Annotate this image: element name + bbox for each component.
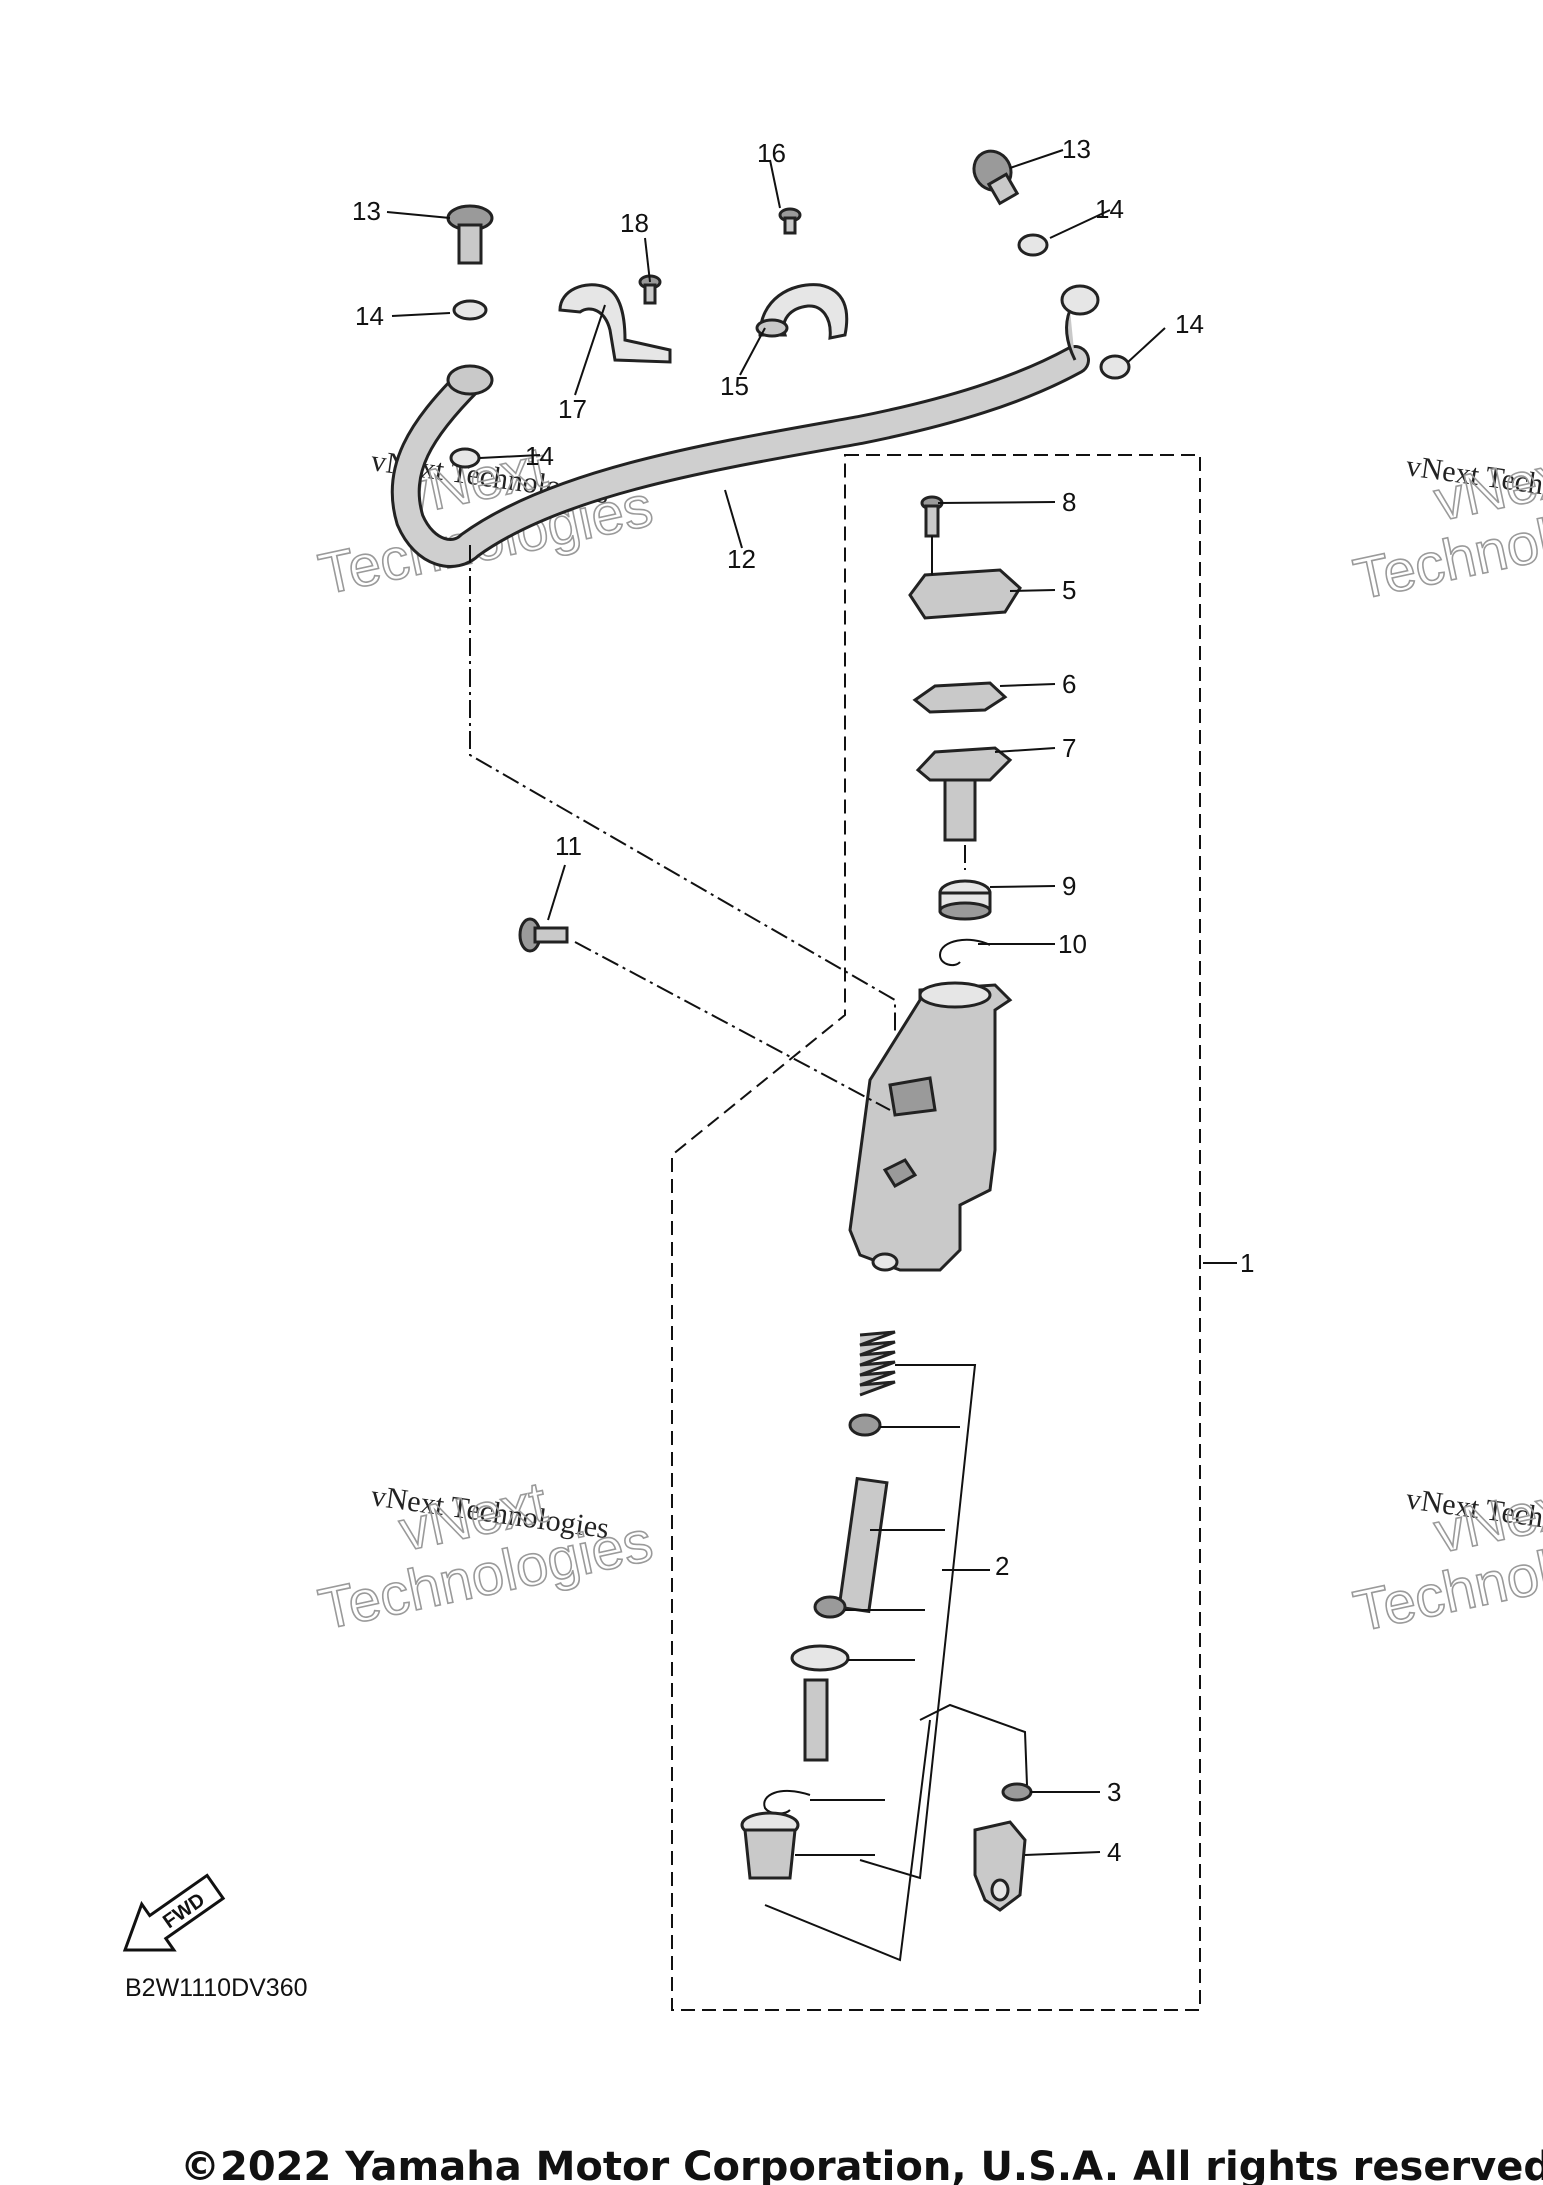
cap-5 bbox=[908, 568, 1022, 620]
callout-4: 4 bbox=[1107, 1837, 1121, 1867]
rod bbox=[790, 1644, 850, 1762]
assembly-boundary bbox=[671, 454, 1201, 2011]
hose-holder-17 bbox=[558, 283, 672, 364]
callout-3: 3 bbox=[1107, 1777, 1121, 1807]
washer-icon bbox=[1099, 354, 1131, 380]
leader-lines bbox=[386, 149, 1237, 1962]
callout-6: 6 bbox=[1062, 669, 1076, 699]
union-bolt-left bbox=[446, 204, 494, 265]
callout-13-right: 13 bbox=[1062, 134, 1091, 164]
circlip-10 bbox=[938, 938, 991, 967]
circlip bbox=[763, 1790, 811, 1815]
callout-12: 12 bbox=[727, 544, 756, 574]
spring bbox=[859, 1330, 896, 1397]
watermark-left-mid-outline: vNext Technologies bbox=[313, 1469, 659, 1643]
callout-10: 10 bbox=[1058, 929, 1087, 959]
callout-1: 1 bbox=[1240, 1248, 1254, 1278]
brake-hose bbox=[390, 284, 1100, 568]
plate-6 bbox=[912, 681, 1008, 714]
drawing-code: B2W1110DV360 bbox=[125, 1974, 308, 2002]
bolt-11 bbox=[518, 917, 569, 953]
callout-9: 9 bbox=[1062, 871, 1076, 901]
screw-16 bbox=[778, 207, 802, 235]
copyright-notice: ©2022 Yamaha Motor Corporation, U.S.A. A… bbox=[180, 2144, 1543, 2185]
callout-14-hose: 14 bbox=[525, 441, 554, 471]
washer-icon bbox=[452, 299, 488, 321]
callout-14-right-top: 14 bbox=[1095, 194, 1124, 224]
watermark-right-top-outline: vNext Technologies bbox=[1348, 439, 1543, 613]
master-cylinder-body bbox=[848, 981, 1013, 1272]
callout-labels: 1 2 3 4 5 6 7 8 9 10 11 12 13 13 14 14 1… bbox=[352, 134, 1254, 1867]
washer-icon bbox=[449, 447, 481, 469]
clevis-4 bbox=[973, 1820, 1027, 1912]
callout-13-left: 13 bbox=[352, 196, 381, 226]
callout-14-right: 14 bbox=[1175, 309, 1204, 339]
float-9 bbox=[938, 879, 992, 921]
diaphragm-7 bbox=[915, 746, 1013, 842]
cup-icon bbox=[813, 1595, 847, 1619]
boot bbox=[740, 1811, 800, 1880]
callout-17: 17 bbox=[558, 394, 587, 424]
callout-18: 18 bbox=[620, 208, 649, 238]
callout-2: 2 bbox=[995, 1551, 1009, 1581]
fwd-arrow-icon: FWD bbox=[122, 1873, 226, 1952]
callout-16: 16 bbox=[757, 138, 786, 168]
callout-14-left: 14 bbox=[355, 301, 384, 331]
callout-11: 11 bbox=[555, 831, 582, 861]
callout-8: 8 bbox=[1062, 487, 1076, 517]
piston bbox=[837, 1476, 889, 1614]
hose-holder-15 bbox=[755, 283, 849, 340]
union-bolt-right bbox=[972, 149, 1020, 206]
cup-icon bbox=[848, 1413, 882, 1437]
watermark-right-mid-outline: vNext Technologies bbox=[1348, 1471, 1543, 1645]
callout-5: 5 bbox=[1062, 575, 1076, 605]
callout-7: 7 bbox=[1062, 733, 1076, 763]
washer-icon bbox=[1017, 233, 1049, 257]
callout-15: 15 bbox=[720, 371, 749, 401]
watermark-left-top-outline: vNext Technologies bbox=[313, 434, 659, 608]
nut-3 bbox=[1001, 1782, 1033, 1802]
center-lines bbox=[469, 545, 966, 1111]
